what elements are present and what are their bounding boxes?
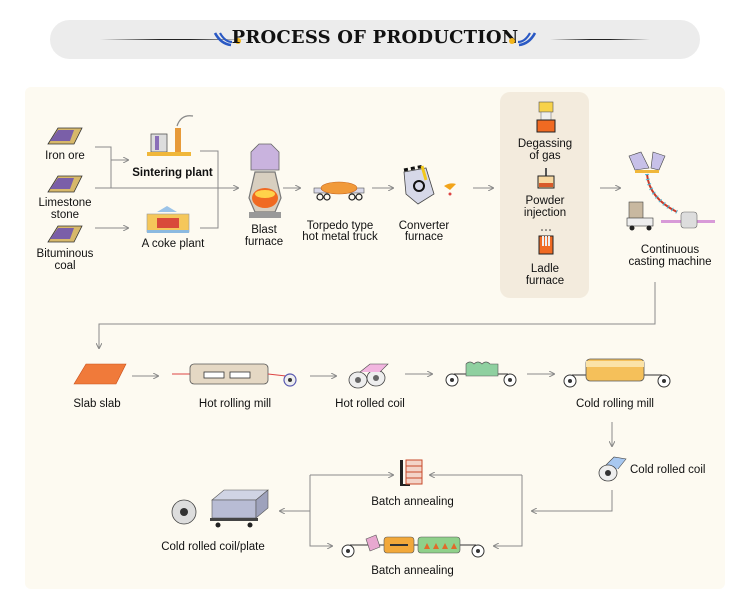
coke-plant-label: A coke plant [141, 238, 205, 250]
degassing-icon [536, 101, 556, 133]
connector-plants [200, 150, 219, 229]
header-left-rule [100, 39, 250, 40]
powder-injection-icon [537, 168, 555, 189]
arrow-left-to-continuous [309, 475, 332, 546]
header-right-rule [550, 39, 650, 40]
iron-ore-label: Iron ore [45, 150, 85, 162]
converter-label-line1: Converter [398, 220, 450, 232]
blast-furnace-icon [248, 143, 282, 218]
bituminous-label-line1: Bituminous [36, 248, 94, 260]
hot-rolling-mill-label: Hot rolling mill [198, 398, 272, 410]
connector-ironore [95, 146, 112, 188]
limestone-icon [47, 175, 83, 193]
cold-rolled-coil-plate-icon [171, 489, 269, 528]
batch-annealing-bottom-label: Batch annealing [371, 565, 454, 577]
coke-plant-icon [146, 206, 190, 233]
batch-annealing-top-label: Batch annealing [371, 496, 454, 508]
limestone-label-line2: stone [50, 209, 80, 221]
pickling-line-icon [445, 361, 517, 387]
powder-label-line2: injection [523, 207, 567, 219]
limestone-label-line1: Limestone [38, 197, 92, 209]
arrow-to-slab [99, 282, 656, 348]
degassing-label-line2: of gas [529, 150, 561, 162]
converter-label-line2: furnace [404, 231, 444, 243]
converter-furnace-icon [403, 164, 456, 205]
right-swoosh-icon [509, 32, 537, 47]
final-product-label: Cold rolled coil/plate [161, 541, 265, 553]
sintering-plant-icon [147, 115, 194, 156]
hot-rolled-coil-label: Hot rolled coil [335, 398, 405, 410]
sintering-plant-label: Sintering plant [132, 167, 213, 179]
slab-icon [73, 363, 127, 385]
blast-furnace-label-line1: Blast [251, 224, 277, 236]
degassing-label-line1: Degassing [517, 138, 573, 150]
diagram-panel [25, 87, 725, 589]
iron-ore-icon [47, 127, 83, 145]
cold-rolled-coil-icon [598, 456, 627, 482]
powder-label-line1: Powder [525, 195, 565, 207]
header-banner: PROCESS OF PRODUCTION [50, 20, 700, 59]
cold-rolled-coil-label: Cold rolled coil [630, 464, 706, 476]
arrow-to-continuous-annealing [494, 475, 523, 546]
ladle-furnace-icon [538, 229, 554, 255]
torpedo-truck-icon [313, 181, 365, 201]
hot-rolling-mill-icon [172, 363, 297, 387]
torpedo-label-line1: Torpedo type [306, 220, 374, 232]
bituminous-label-line2: coal [54, 260, 76, 272]
ladle-label-line2: furnace [525, 275, 565, 287]
arrow-to-annealing-split [532, 490, 613, 511]
blast-furnace-label-line2: furnace [244, 236, 284, 248]
casting-label-line1: Continuous [640, 244, 700, 256]
slab-label: Slab slab [73, 398, 121, 410]
annealing-line-icon [341, 534, 485, 558]
bituminous-coal-icon [47, 225, 83, 243]
cold-rolling-mill-label: Cold rolling mill [576, 398, 654, 410]
left-swoosh-icon [213, 32, 241, 47]
torpedo-label-line2: hot metal truck [302, 231, 378, 243]
page-title: PROCESS OF PRODUCTION [231, 27, 519, 48]
hot-rolled-coil-icon [348, 363, 389, 389]
ladle-label-line1: Ladle [530, 263, 560, 275]
batch-annealing-furnace-icon [400, 459, 423, 486]
casting-label-line2: casting machine [628, 256, 712, 268]
continuous-casting-icon [626, 151, 715, 231]
cold-rolling-mill-icon [563, 358, 671, 388]
